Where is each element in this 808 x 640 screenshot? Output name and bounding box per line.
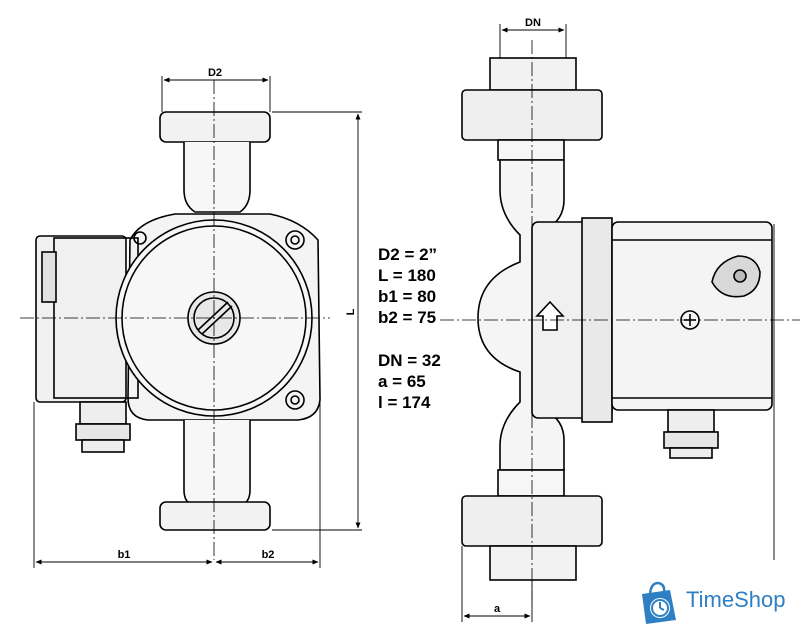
dim-label-b1: b1 [118,549,131,561]
side-center-lines [440,40,800,600]
front-view [35,111,321,531]
spec-group-flange: D2 = 2” L = 180 b1 = 80 b2 = 75 [378,244,437,328]
spec-lower-l: l = 174 [378,393,431,412]
front-dimension-lines [33,76,362,568]
spec-dn: DN = 32 [378,351,441,370]
spec-b1: b1 = 80 [378,287,437,306]
dim-label-b2: b2 [262,549,275,561]
side-view [461,57,773,581]
side-dimension-lines [461,24,775,622]
spec-l: L = 180 [378,266,436,285]
dim-label-d2: D2 [208,67,222,79]
timeshop-logo: TimeShop [634,578,804,626]
spec-b2: b2 = 75 [378,308,437,327]
spec-group-thread: DN = 32 a = 65 l = 174 [378,350,441,413]
dim-label-l: L [345,308,357,315]
dim-label-dn: DN [525,17,541,29]
spec-d2: D2 = 2” [378,245,438,264]
dim-label-a: a [494,603,501,615]
brand-name: TimeShop [686,587,786,612]
shopping-bag-clock-icon [642,581,676,624]
spec-a: a = 65 [378,372,426,391]
front-center-lines [20,80,330,560]
